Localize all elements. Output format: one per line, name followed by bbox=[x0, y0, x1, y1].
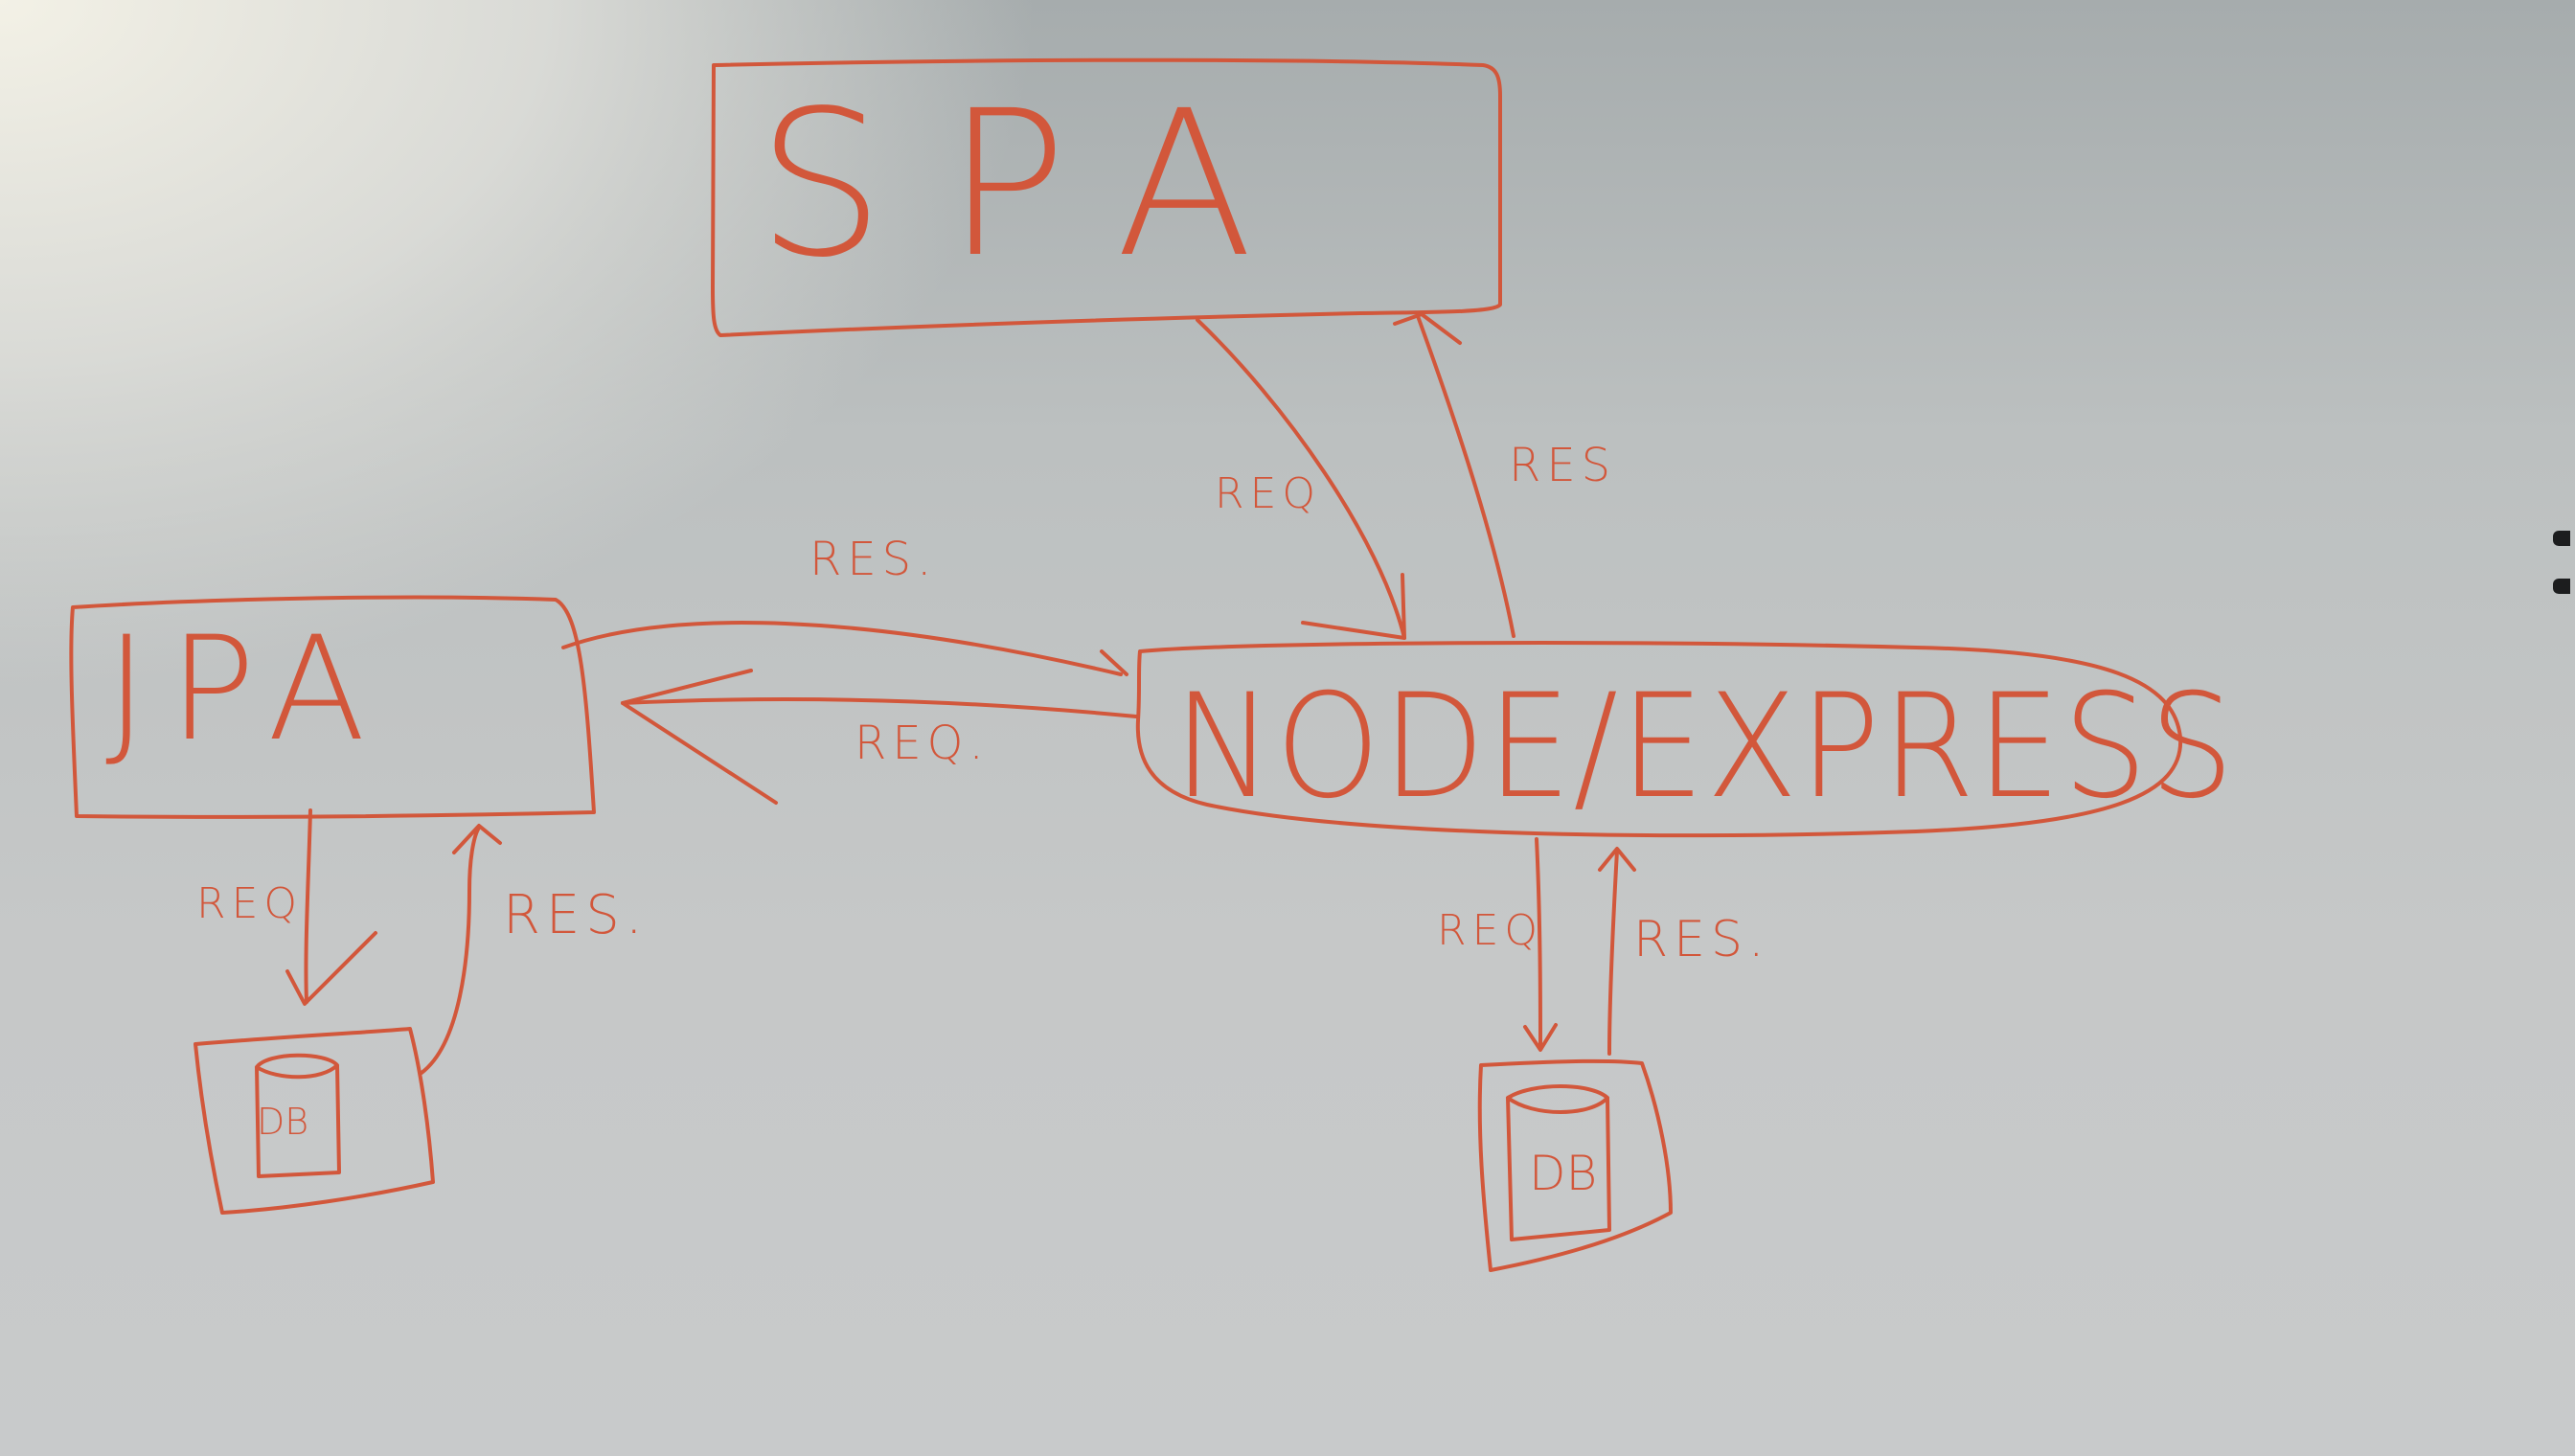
arrow-jpa-to-db bbox=[304, 808, 312, 1004]
jpa-box bbox=[69, 595, 596, 819]
spa-box bbox=[711, 57, 1502, 337]
edge-label-jpa-to-node: RES. bbox=[809, 533, 938, 586]
arrowhead-jpa-to-node bbox=[1100, 649, 1128, 676]
arrowhead-db-to-node bbox=[1598, 847, 1636, 872]
edge-label-spa-to-node: REQ bbox=[1215, 469, 1322, 518]
arrow-node-to-spa bbox=[1416, 314, 1515, 638]
board-clip-lower bbox=[2553, 579, 2570, 594]
board-clip-upper bbox=[2553, 531, 2570, 546]
arrow-db-to-jpa bbox=[420, 826, 481, 1075]
edge-label-node-to-db: REQ bbox=[1437, 906, 1544, 955]
spa-label: SPA bbox=[757, 67, 1315, 302]
arrow-node-to-db bbox=[1535, 837, 1542, 1050]
db-left-label: DB bbox=[257, 1101, 309, 1143]
node-express-label: NODE/EXPRESS bbox=[1174, 664, 2237, 830]
arrow-node-to-jpa bbox=[621, 697, 1138, 718]
edge-label-db-to-jpa: RES. bbox=[503, 884, 649, 946]
jpa-label: JPA bbox=[105, 606, 387, 773]
arrow-jpa-to-node bbox=[561, 621, 1123, 676]
arrowhead-jpa-to-db bbox=[285, 931, 377, 1006]
arrow-db-to-node bbox=[1607, 849, 1619, 1056]
edge-label-node-to-jpa: REQ. bbox=[855, 717, 990, 770]
db-left-box bbox=[194, 1027, 435, 1215]
edge-label-node-to-spa: RES bbox=[1509, 439, 1617, 492]
arrowhead-node-to-spa bbox=[1393, 312, 1462, 345]
arrowhead-spa-to-node bbox=[1301, 573, 1406, 640]
arrowhead-node-to-db bbox=[1523, 1023, 1558, 1052]
arrowhead-db-to-jpa bbox=[452, 824, 502, 854]
arrow-spa-to-node bbox=[1196, 318, 1406, 640]
edge-label-db-to-node: RES. bbox=[1633, 911, 1770, 968]
node-express-ellipse bbox=[1135, 641, 2183, 838]
db-right-label: DB bbox=[1529, 1146, 1598, 1201]
arrowhead-node-to-jpa bbox=[621, 669, 778, 805]
db-right-cylinder bbox=[1506, 1084, 1611, 1241]
db-right-box bbox=[1477, 1058, 1673, 1272]
db-left-cylinder bbox=[255, 1053, 341, 1178]
edge-label-jpa-to-db: REQ bbox=[196, 879, 304, 928]
